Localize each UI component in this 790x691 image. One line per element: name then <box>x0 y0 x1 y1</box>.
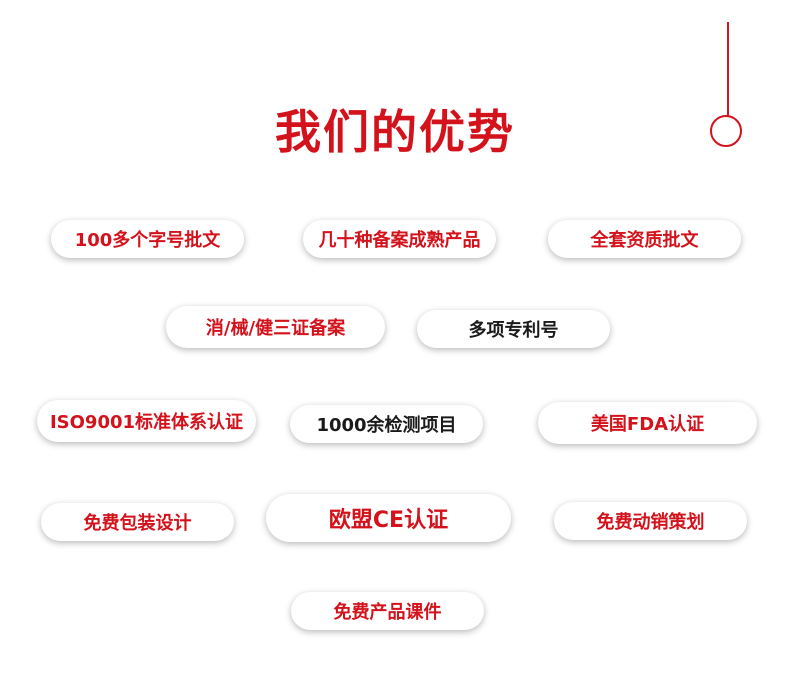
advantage-pill-three-certificates: 消/械/健三证备案 <box>166 306 385 348</box>
advantage-label: 免费动销策划 <box>596 512 705 533</box>
advantage-pill-filed-products: 几十种备案成熟产品 <box>303 220 496 258</box>
advantage-label: 100多个字号批文 <box>74 230 221 251</box>
advantage-pill-ce: 欧盟CE认证 <box>266 494 511 542</box>
advantage-pill-iso9001: ISO9001标准体系认证 <box>37 400 256 442</box>
advantage-label: 免费包装设计 <box>83 513 192 534</box>
advantage-label: 全套资质批文 <box>590 230 699 251</box>
advantage-pill-product-courseware: 免费产品课件 <box>291 592 484 630</box>
advantage-label: 1000余检测项目 <box>316 415 457 436</box>
advantage-label: 欧盟CE认证 <box>328 508 449 533</box>
advantage-pill-patents: 多项专利号 <box>417 310 610 348</box>
advantage-label: ISO9001标准体系认证 <box>49 412 244 433</box>
decorative-vertical-line <box>727 22 729 118</box>
advantage-pill-packaging-design: 免费包装设计 <box>41 503 234 541</box>
advantage-label: 免费产品课件 <box>333 602 442 623</box>
decorative-circle <box>710 115 742 147</box>
advantage-pill-sales-planning: 免费动销策划 <box>554 502 747 540</box>
advantage-pill-fda: 美国FDA认证 <box>538 402 757 444</box>
advantage-label: 美国FDA认证 <box>590 414 705 435</box>
advantage-pill-approvals: 100多个字号批文 <box>51 220 244 258</box>
advantage-label: 多项专利号 <box>468 320 559 341</box>
advantage-label: 几十种备案成熟产品 <box>318 230 481 251</box>
advantage-pill-testing: 1000余检测项目 <box>290 405 483 443</box>
advantage-label: 消/械/健三证备案 <box>205 318 346 339</box>
advantage-pill-qualifications: 全套资质批文 <box>548 220 741 258</box>
page-title: 我们的优势 <box>275 105 515 159</box>
